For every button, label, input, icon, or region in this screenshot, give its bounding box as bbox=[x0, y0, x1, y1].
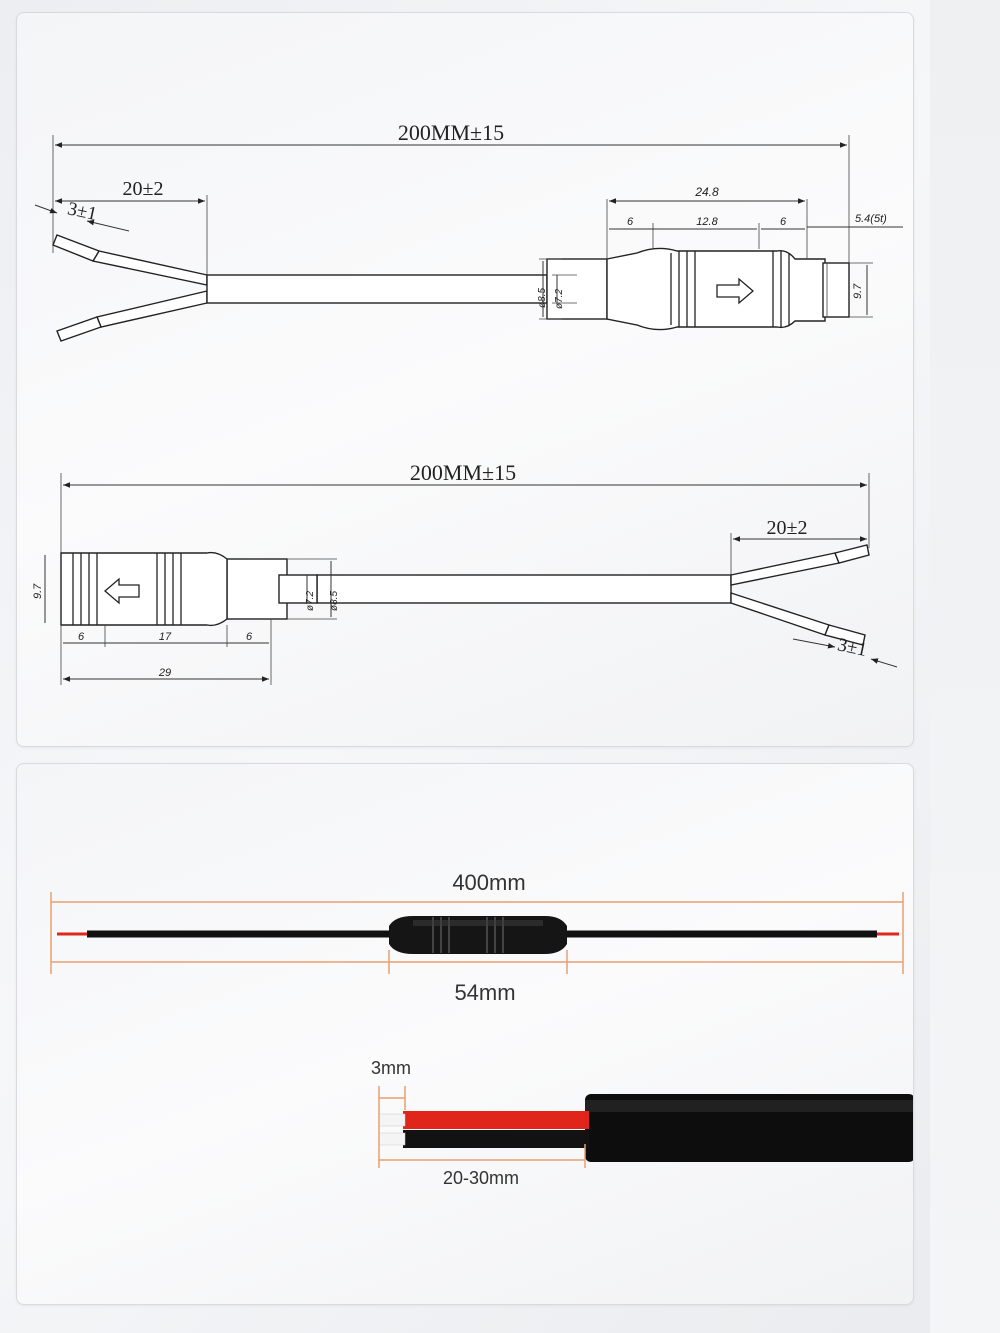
connector-length-label: 54mm bbox=[454, 980, 515, 1005]
cable-2-inner-diameter: ø7.2 bbox=[305, 591, 316, 611]
cable-1-outer-diameter: ø8.5 bbox=[537, 288, 548, 308]
technical-drawing-panel: 200MM±15 20±2 3±1 ø8.5 ø7.2 bbox=[16, 12, 914, 747]
cable-1-segment-c: 6 bbox=[780, 216, 787, 228]
cable-2-segment-b: 17 bbox=[159, 631, 172, 643]
cable-2-strip-length: 20±2 bbox=[767, 517, 808, 539]
cable-1-tip-dimension: 5.4(5t) bbox=[855, 213, 887, 225]
strip-length-label: 20-30mm bbox=[443, 1168, 519, 1188]
right-background-strip bbox=[930, 0, 1000, 1333]
cable-1-height: 9.7 bbox=[852, 283, 864, 299]
total-length-label: 400mm bbox=[452, 870, 525, 895]
cable-1-inner-diameter: ø7.2 bbox=[554, 289, 565, 309]
cable-photo-panel: 400mm 54mm 3mm 20-30mm bbox=[16, 763, 914, 1305]
cable-2-height: 9.7 bbox=[32, 583, 44, 599]
cable-2-total-length: 200MM±15 bbox=[410, 460, 516, 485]
cable-1-tip-length: 3±1 bbox=[66, 198, 99, 225]
strip-dimensions bbox=[378, 1086, 586, 1168]
cable-2-segment-a: 6 bbox=[78, 631, 85, 643]
tip-length-label: 3mm bbox=[371, 1058, 411, 1078]
cable-1-drawing: 200MM±15 20±2 3±1 ø8.5 ø7.2 bbox=[34, 120, 903, 342]
right-arrow-icon bbox=[716, 277, 754, 305]
cable-end-closeup bbox=[378, 1094, 913, 1162]
cable-2-overall-length: 29 bbox=[158, 667, 171, 679]
total-length-dimension bbox=[50, 892, 904, 974]
connector-photo bbox=[389, 916, 567, 954]
cable-2-outer-diameter: ø8.5 bbox=[329, 591, 340, 611]
cable-1-total-length: 200MM±15 bbox=[398, 120, 504, 145]
cable-1-segment-a: 6 bbox=[627, 216, 634, 228]
cable-2-segment-c: 6 bbox=[246, 631, 253, 643]
cable-2-drawing: 200MM±15 20±2 3±1 ø7.2 ø8.5 bbox=[32, 460, 898, 685]
technical-drawing: 200MM±15 20±2 3±1 ø8.5 ø7.2 bbox=[32, 120, 903, 685]
cable-1-overall-length: 24.8 bbox=[694, 185, 719, 199]
cable-1-strip-length: 20±2 bbox=[123, 178, 164, 200]
cable-photo-diagram: 400mm 54mm 3mm 20-30mm bbox=[50, 870, 913, 1188]
left-arrow-icon bbox=[104, 577, 140, 605]
cable-1-segment-b: 12.8 bbox=[696, 216, 718, 228]
